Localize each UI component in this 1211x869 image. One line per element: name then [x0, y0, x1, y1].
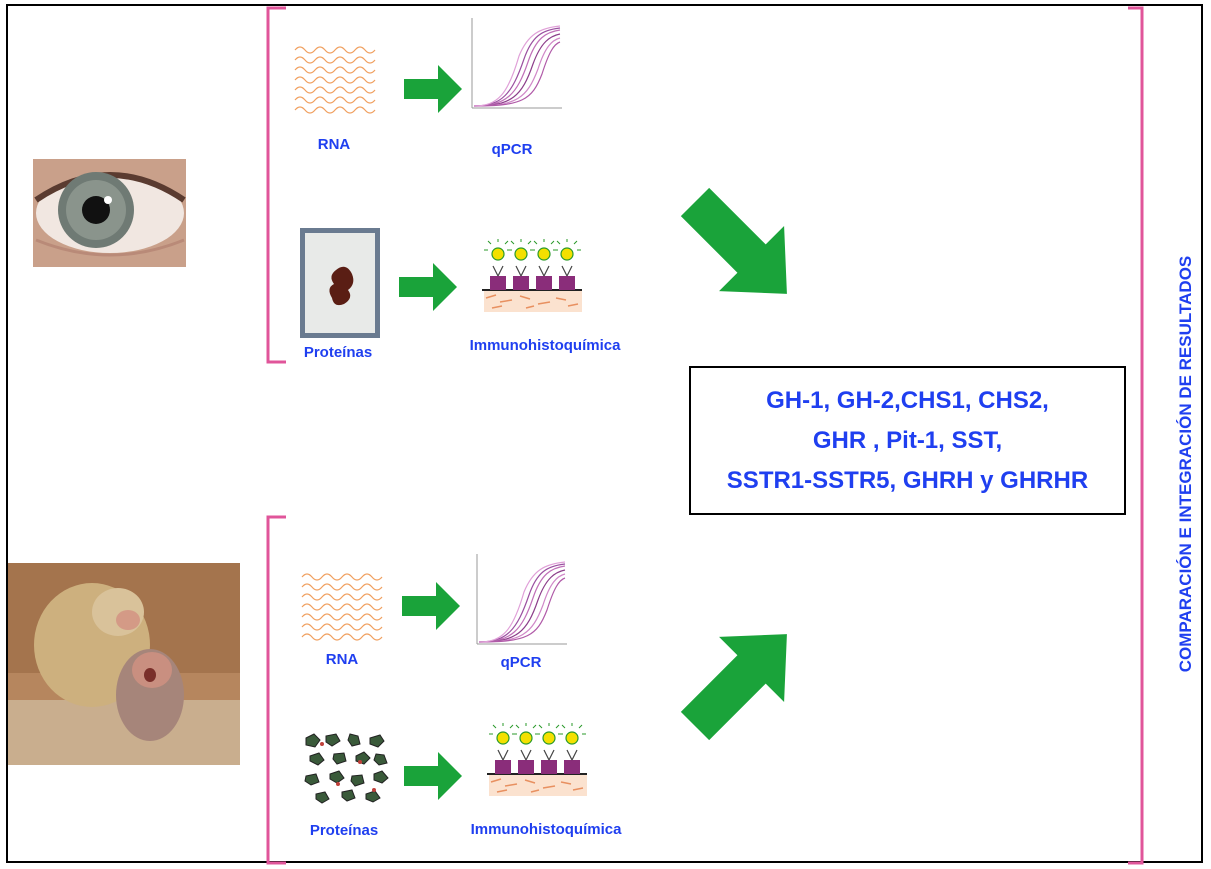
immunohisto-icon — [485, 722, 589, 802]
qpcr-curve-icon — [462, 14, 564, 114]
right-bracket — [1128, 8, 1142, 863]
qpcr-curve-icon — [467, 550, 569, 650]
result-line: GH-1, GH-2,CHS1, CHS2, — [766, 381, 1049, 421]
ihc-label: Immunohistoquímica — [470, 337, 621, 354]
green-arrow — [399, 263, 457, 311]
side-title: COMPARACIÓN E INTEGRACIÓN DE RESULTADOS — [1176, 256, 1196, 673]
green-arrow — [662, 602, 819, 759]
qpcr-label: qPCR — [501, 654, 542, 671]
proteins-label: Proteínas — [310, 822, 378, 839]
top-bracket — [268, 8, 286, 362]
qpcr-label: qPCR — [492, 141, 533, 158]
rna-label: RNA — [326, 651, 359, 668]
green-arrow — [662, 169, 819, 326]
results-box: GH-1, GH-2,CHS1, CHS2, GHR , Pit-1, SST,… — [689, 366, 1126, 515]
ihc-label: Immunohistoquímica — [471, 821, 622, 838]
rna-wave-icon — [300, 569, 386, 643]
bottom-bracket — [268, 517, 286, 863]
rna-wave-icon — [293, 42, 379, 116]
baboon-photo — [8, 563, 240, 765]
green-arrow — [402, 582, 460, 630]
result-line: SSTR1-SSTR5, GHRH y GHRHR — [727, 461, 1088, 501]
proteins-label: Proteínas — [304, 344, 372, 361]
green-arrow — [404, 752, 462, 800]
green-arrow — [404, 65, 462, 113]
tissue-slide-photo — [300, 228, 380, 338]
eye-photo — [33, 159, 186, 267]
rna-label: RNA — [318, 136, 351, 153]
protein-crystals-icon — [305, 734, 388, 803]
result-line: GHR , Pit-1, SST, — [813, 421, 1002, 461]
immunohisto-icon — [480, 238, 584, 318]
